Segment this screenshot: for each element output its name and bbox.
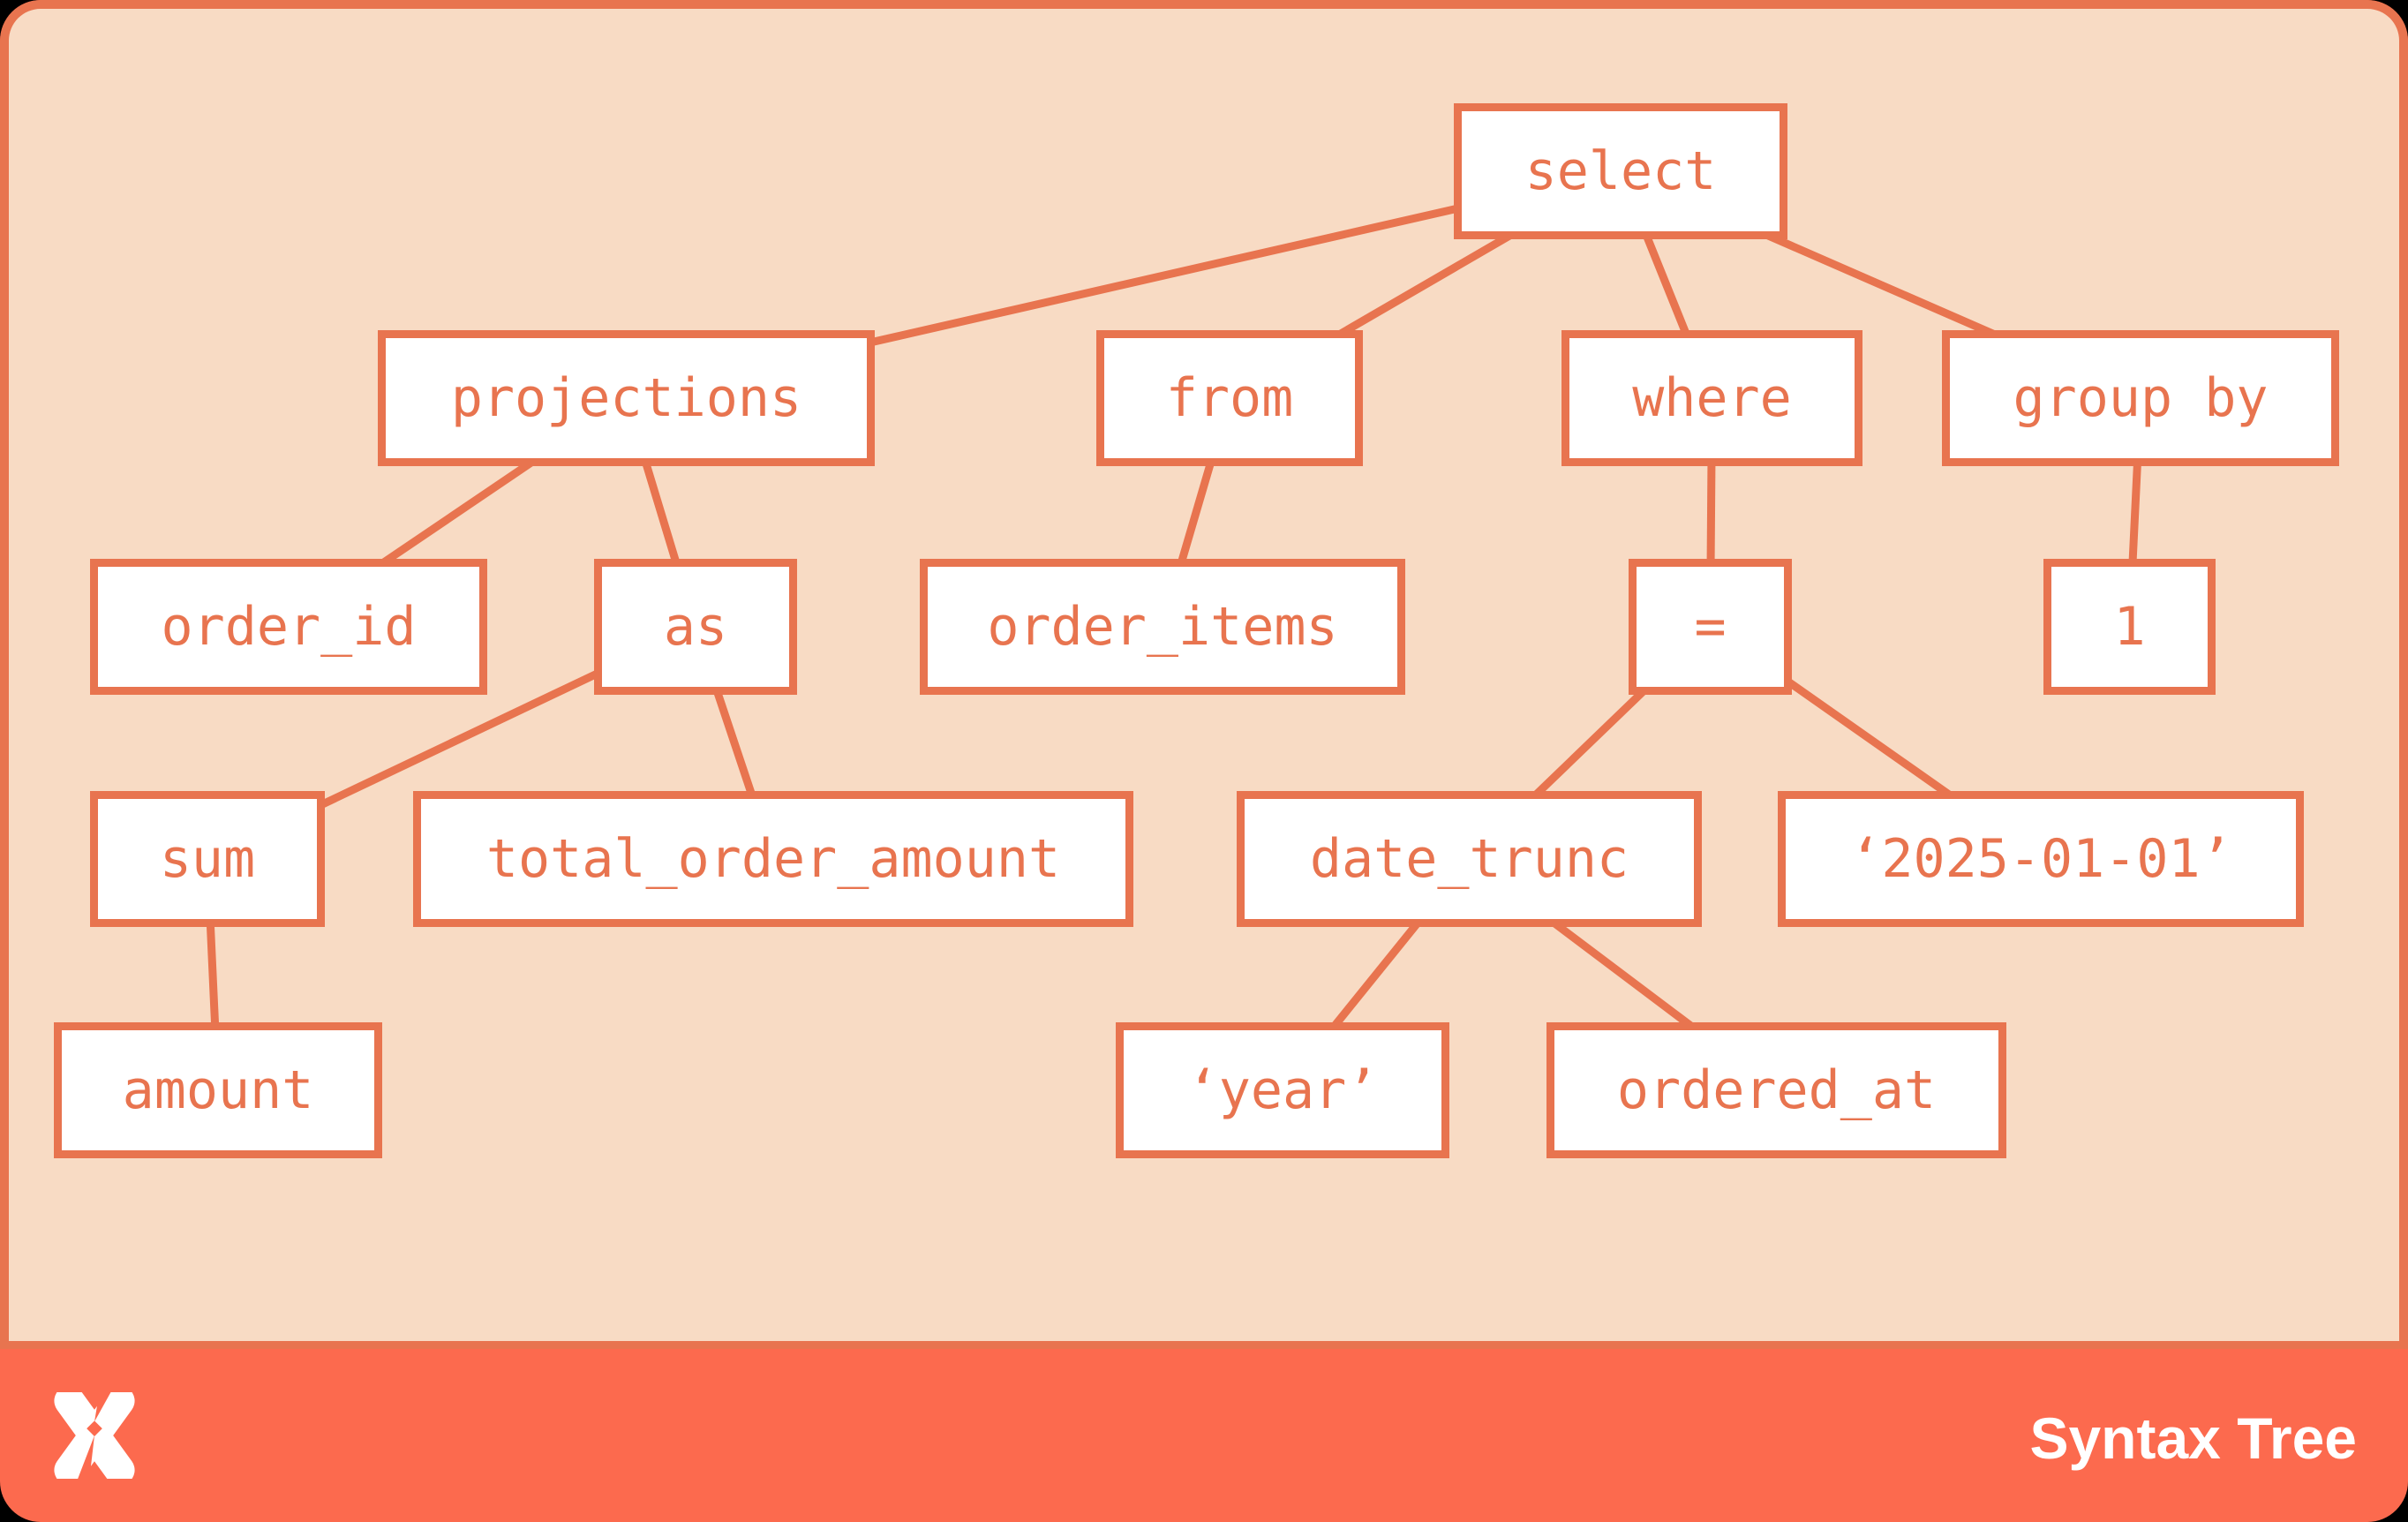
- tree-node-order-id: order_id: [90, 559, 487, 695]
- tree-node-order-items: order_items: [920, 559, 1405, 695]
- tree-node-year-literal: ‘year’: [1116, 1022, 1449, 1158]
- tree-node-date-trunc: date_trunc: [1237, 791, 1702, 927]
- tree-node-date-literal: ‘2025-01-01’: [1778, 791, 2304, 927]
- footer-title: Syntax Tree: [2029, 1405, 2357, 1471]
- tree-node-amount: amount: [54, 1022, 382, 1158]
- tree-node-sum: sum: [90, 791, 325, 927]
- tree-node-as: as: [594, 559, 797, 695]
- tree-node-select: select: [1454, 103, 1787, 239]
- tree-node-projections: projections: [378, 330, 875, 466]
- tree-node-from: from: [1096, 330, 1363, 466]
- tree-node-ordered-at: ordered_at: [1546, 1022, 2006, 1158]
- tree-node-one: 1: [2043, 559, 2216, 695]
- tree-node-eq: =: [1629, 559, 1792, 695]
- footer-bar: Syntax Tree: [0, 1349, 2408, 1522]
- tree-node-group-by: group by: [1942, 330, 2339, 466]
- pinwheel-x-logo-icon: [54, 1392, 135, 1479]
- tree-node-total-order-amount: total_order_amount: [413, 791, 1133, 927]
- tree-node-where: where: [1561, 330, 1862, 466]
